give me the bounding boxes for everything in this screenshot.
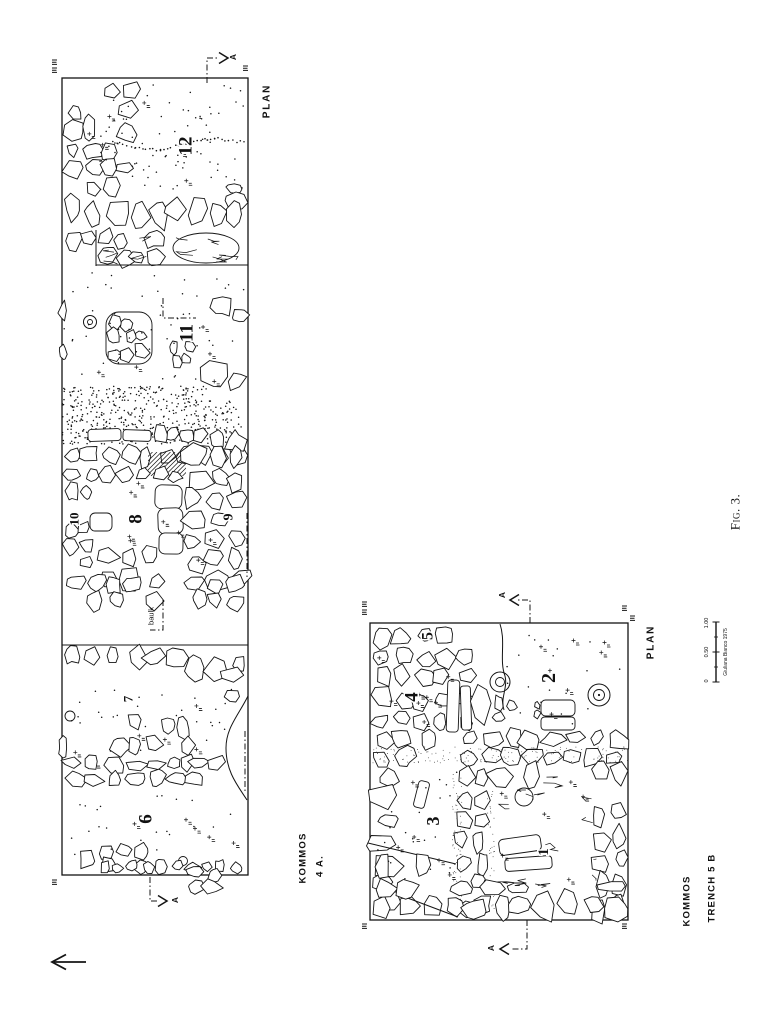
- figure-caption: Fig. 3.: [728, 494, 743, 530]
- area-label-7: 7: [121, 695, 136, 702]
- area-label-6: 6: [136, 814, 157, 824]
- area-label-8: 8: [126, 514, 147, 524]
- area-label-10: 10: [67, 513, 82, 526]
- north-arrow-icon: [50, 953, 86, 971]
- plan-a-drawing: [52, 59, 253, 895]
- area-label-12: 12: [176, 137, 197, 156]
- plan-b-site-title: KOMMOS: [682, 875, 693, 926]
- area-label-1: 1: [536, 848, 552, 856]
- drafting-credit: Giuliana Bianco 1975: [723, 628, 729, 676]
- section-marker-b-bottom: A: [486, 920, 528, 956]
- section-marker-a-top: A: [206, 51, 238, 83]
- plan-b-drawing: [362, 601, 635, 929]
- scale-bar: 1.00 0.50 0 Giuliana Bianco 1975: [704, 618, 729, 683]
- area-label-11: 11: [177, 324, 198, 342]
- area-label-9: 9: [222, 514, 237, 521]
- area-label-5: 5: [420, 632, 437, 640]
- plan-a-site-title: KOMMOS: [298, 832, 309, 883]
- section-label-a: A: [497, 592, 507, 598]
- section-label-a: A: [170, 897, 180, 903]
- plan-a-trench-title: 4 A.: [315, 855, 326, 877]
- section-label-a: A: [486, 945, 496, 951]
- plan-a-view-label: PLAN: [262, 84, 273, 118]
- section-marker-b-top: A: [497, 592, 531, 623]
- scale-tick-0: 0: [704, 679, 710, 682]
- scale-tick-100: 1.00: [704, 618, 710, 629]
- area-label-4: 4: [402, 692, 423, 702]
- plan-b-trench-title: TRENCH 5 B: [707, 853, 718, 922]
- area-label-2: 2: [538, 673, 560, 683]
- section-label-a: A: [228, 54, 238, 60]
- plan-b-view-label: PLAN: [646, 625, 657, 659]
- section-marker-a-bottom: A: [149, 877, 180, 908]
- area-label-3: 3: [423, 817, 443, 826]
- scale-tick-050: 0.50: [704, 647, 710, 658]
- baulk-label: baulk: [147, 607, 156, 625]
